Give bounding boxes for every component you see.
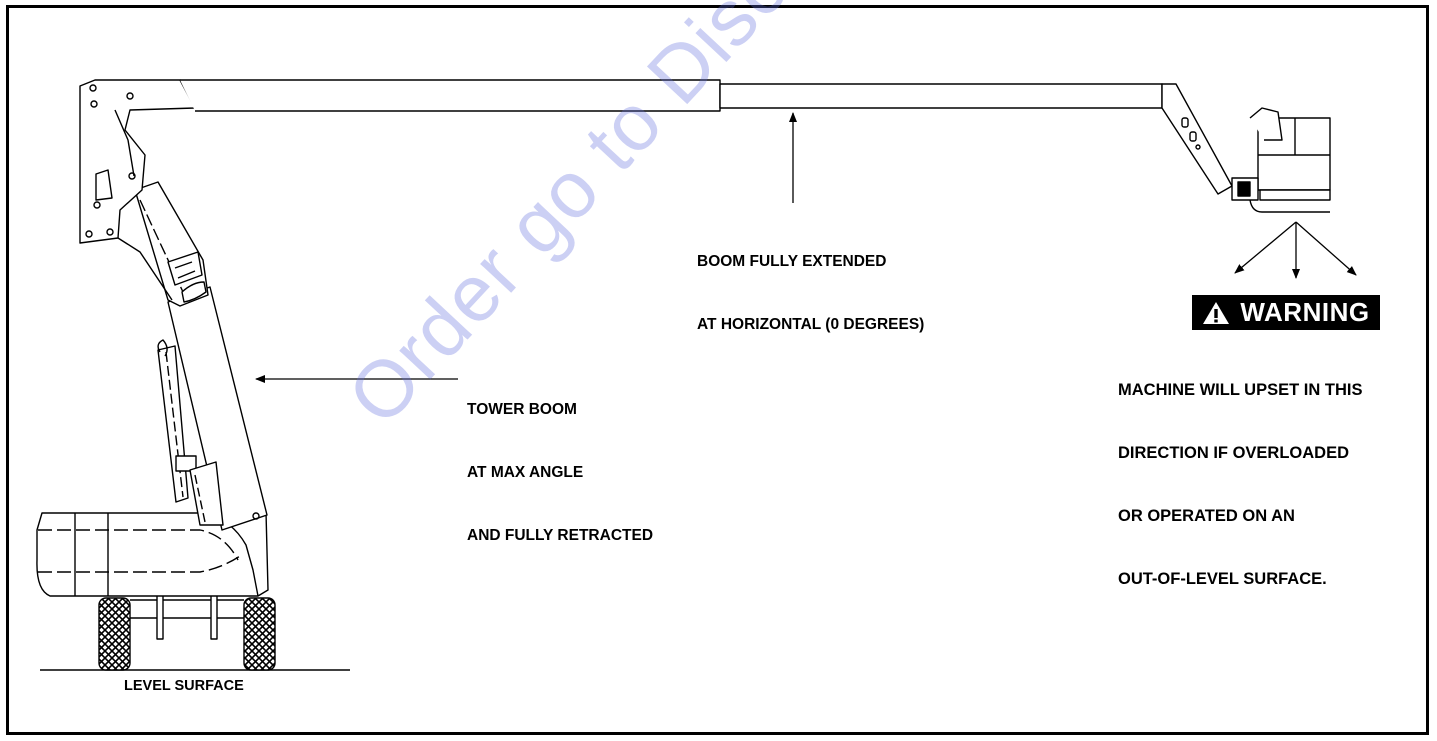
tip-arrow-right [1295,221,1357,276]
rear-wheel [98,597,131,671]
upright-plate [79,79,196,301]
warning-line-3: OR OPERATED ON AN [1118,507,1295,525]
boom-extended-line-1: BOOM FULLY EXTENDED [697,253,887,270]
boom-fly-section [719,83,1163,109]
level-surface-label: LEVEL SURFACE [124,678,244,694]
warning-badge: WARNING [1192,295,1380,330]
boom-extended-label: BOOM FULLY EXTENDED AT HORIZONTAL (0 DEG… [697,209,924,356]
tower-boom-line-1: TOWER BOOM [467,401,577,418]
knuckle [134,181,209,307]
warning-title: WARNING [1240,297,1370,327]
boom-extended-line-2: AT HORIZONTAL (0 DEGREES) [697,316,925,333]
warning-line-1: MACHINE WILL UPSET IN THIS [1118,381,1363,399]
tower-boom [157,286,268,531]
front-wheel [243,597,276,671]
platform-jib [1161,83,1233,195]
tip-arrow-left [1234,221,1297,274]
warning-line-2: DIRECTION IF OVERLOADED [1118,444,1350,462]
warning-line-4: OUT-OF-LEVEL SURFACE. [1118,570,1327,588]
tower-boom-line-3: AND FULLY RETRACTED [467,527,654,544]
platform-basket [1231,107,1331,213]
main-boom [180,79,1233,195]
warning-triangle-icon [1203,301,1230,324]
diagram-frame [6,5,1429,735]
tower-boom-label: TOWER BOOM AT MAX ANGLE AND FULLY RETRAC… [467,357,653,567]
warning-message: MACHINE WILL UPSET IN THIS DIRECTION IF … [1118,338,1362,611]
tower-boom-line-2: AT MAX ANGLE [467,464,584,481]
